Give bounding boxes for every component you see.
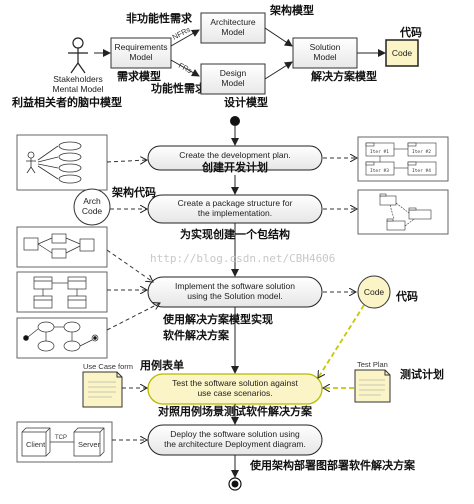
- iter4-label: Iter #4: [412, 168, 431, 174]
- use-case-form-document: [82, 371, 123, 408]
- design-cn-label: 设计模型: [224, 95, 268, 109]
- arch-code-node: [73, 188, 111, 226]
- code-circle-cn-label: 代码: [395, 289, 418, 303]
- architecture-cn-label: 架构模型: [269, 3, 314, 17]
- client-label: Client: [26, 440, 46, 449]
- tcp-label: TCP: [55, 435, 67, 441]
- code-circle-node: [357, 275, 391, 309]
- watermark: http://blog.csdn.net/CBH4606: [150, 252, 335, 265]
- iter2-label: Iter #2: [412, 149, 431, 155]
- arrow-code-to-test: [317, 304, 365, 378]
- nfrs-label: NFRs: [171, 25, 192, 42]
- code-circle-label: Code: [364, 287, 385, 297]
- code-cn-label: 代码: [399, 25, 422, 39]
- code-box-label: Code: [392, 48, 413, 58]
- code-box: [385, 39, 419, 67]
- arrow-to-architecture: [170, 29, 200, 47]
- design-model-box: [200, 63, 266, 95]
- solution-cn-label: 解决方案模型: [311, 69, 377, 83]
- arrow-arch-to-solution: [264, 27, 293, 47]
- arrow-component-to-step3: [106, 249, 153, 282]
- use-case-form-cn-label: 用例表单: [140, 358, 184, 372]
- test-plan-cn-label: 测试计划: [400, 367, 444, 381]
- fr-cn-label: 功能性需求: [151, 81, 207, 95]
- iter1-label: Iter #1: [370, 149, 389, 155]
- requirements-cn-label: 需求模型: [117, 69, 161, 83]
- step1-cn-label: 创建开发计划: [201, 160, 268, 174]
- requirements-model-box: [110, 37, 172, 69]
- arrow-design-to-solution: [264, 61, 293, 80]
- stakeholder-stick-figure: [68, 37, 88, 74]
- test-plan-document: [354, 369, 391, 403]
- class-diagram-thumbnail: [16, 271, 108, 313]
- test-plan-label: Test Plan: [357, 360, 388, 369]
- deployment-diagram-thumbnail: Client Server TCP: [16, 421, 113, 463]
- arch-code-cn-label: 架构代码: [111, 185, 156, 199]
- arrow-state-to-step3: [106, 303, 160, 331]
- step1-label: Create the development plan.: [179, 150, 291, 160]
- arrow-to-design: [170, 59, 200, 77]
- use-case-form-label: Use Case form: [83, 362, 133, 371]
- iteration-plan-thumbnail: Iter #1 Iter #2 Iter #3 Iter #4: [357, 136, 449, 182]
- nfr-cn-label: 非功能性需求: [126, 11, 193, 25]
- package-structure-thumbnail: [357, 189, 449, 235]
- arrow-usecase-to-step1: [106, 160, 147, 162]
- start-node: [230, 116, 240, 126]
- server-label: Server: [78, 440, 101, 449]
- iter3-label: Iter #3: [370, 168, 389, 174]
- frs-label: FRs: [177, 61, 194, 76]
- stakeholder-cn-label: 利益相关者的脑中模型: [12, 95, 122, 109]
- step5-cn-label: 使用架构部署图部署软件解决方案: [249, 458, 416, 472]
- state-diagram-thumbnail: [16, 317, 108, 359]
- component-diagram-thumbnail: [16, 226, 108, 268]
- use-case-diagram-thumbnail: [16, 134, 108, 191]
- end-node-inner: [231, 480, 239, 488]
- step3-cn-label: 使用解决方案模型实现软件解决方案: [162, 312, 273, 342]
